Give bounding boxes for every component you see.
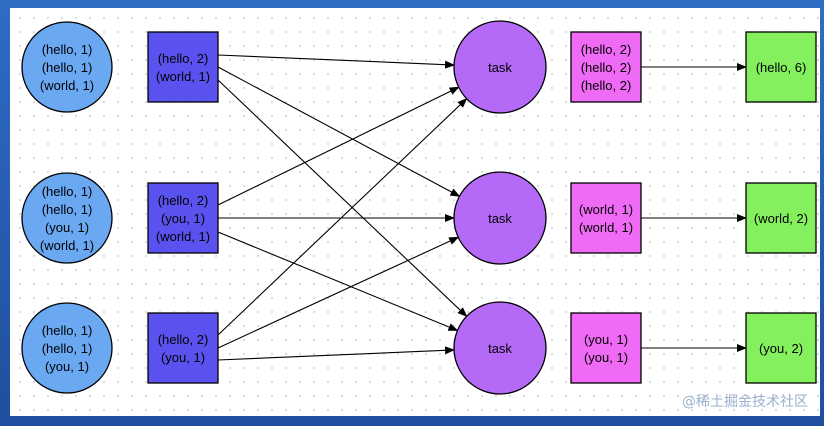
grouped-square-2-label: (you, 1) <box>584 332 628 347</box>
nodes-layer: (hello, 1)(hello, 1)(world, 1)(hello, 1)… <box>21 20 817 395</box>
partial-square-2-label: (you, 1) <box>161 350 205 365</box>
input-circle-2: (hello, 1) (hello, 1) (you, 1) <box>21 302 113 394</box>
task-circle-2-shape <box>453 301 547 395</box>
partial-square-2-label: (hello, 2) <box>158 332 209 347</box>
input-circle-1-label: (hello, 1) <box>42 202 93 217</box>
grouped-square-2-label: (you, 1) <box>584 350 628 365</box>
watermark-text: @稀土掘金技术社区 <box>682 394 808 410</box>
result-square-1: (world, 2) <box>745 182 817 254</box>
partial-square-0: (hello, 2) (world, 1) <box>147 31 219 103</box>
input-circle-1-label: (world, 1) <box>40 238 94 253</box>
result-square-2-shape <box>745 312 817 384</box>
result-square-1-shape <box>745 182 817 254</box>
grouped-square-0-label: (hello, 2) <box>581 78 632 93</box>
result-square-2: (you, 2) <box>745 312 817 384</box>
shuffle-arrow-0-2 <box>217 79 468 318</box>
shuffle-arrow-2-1 <box>217 236 460 349</box>
partial-square-1-label: (you, 1) <box>161 211 205 226</box>
grouped-square-0-shape <box>570 31 642 103</box>
grouped-square-1-label: (world, 1) <box>579 220 633 235</box>
partial-square-0-shape <box>147 31 219 103</box>
grouped-square-0-label: (hello, 2) <box>581 60 632 75</box>
result-square-0-shape <box>745 31 817 103</box>
task-circle-0: task <box>453 20 547 114</box>
task-circle-1: task <box>453 171 547 265</box>
shuffle-arrow-0-1 <box>217 66 461 197</box>
input-circle-2-shape <box>21 302 113 394</box>
input-circle-1-label: (hello, 1) <box>42 184 93 199</box>
partial-square-0-label: (world, 1) <box>156 69 210 84</box>
input-circle-2-label: (you, 1) <box>45 359 89 374</box>
task-circle-0-shape <box>453 20 547 114</box>
grouped-square-1-shape <box>570 182 642 254</box>
shuffle-arrow-2-2 <box>217 346 456 361</box>
shuffle-arrow-1-2 <box>217 231 459 332</box>
shuffle-arrow-1-0 <box>217 86 460 206</box>
partial-square-1-label: (world, 1) <box>156 229 210 244</box>
result-square-0: (hello, 6) <box>745 31 817 103</box>
input-circle-0-shape <box>21 21 113 113</box>
result-square-2-label: (you, 2) <box>759 341 803 356</box>
grouped-square-0: (hello, 2) (hello, 2) (hello, 2) <box>570 31 642 103</box>
input-circle-0-label: (hello, 1) <box>42 42 93 57</box>
task-circle-0-label: task <box>488 60 512 75</box>
grouped-square-2: (you, 1) (you, 1) <box>570 312 642 384</box>
partial-square-1-shape <box>147 182 219 254</box>
edges-layer <box>217 54 747 361</box>
input-circle-0-label: (hello, 1) <box>42 60 93 75</box>
partial-square-0-label: (hello, 2) <box>158 51 209 66</box>
input-circle-2-label: (hello, 1) <box>42 341 93 356</box>
input-circle-0-label: (world, 1) <box>40 78 94 93</box>
input-circle-1: (hello, 1) (hello, 1) (you, 1) (world, 1) <box>21 172 113 264</box>
input-circle-0: (hello, 1) (hello, 1) (world, 1) <box>21 21 113 113</box>
task-circle-1-shape <box>453 171 547 265</box>
input-circle-1-shape <box>21 172 113 264</box>
result-square-1-label: (world, 2) <box>754 211 808 226</box>
grouped-square-1: (world, 1) (world, 1) <box>570 182 642 254</box>
grouped-square-2-shape <box>570 312 642 384</box>
task-circle-2: task <box>453 301 547 395</box>
partial-square-2-shape <box>147 312 219 384</box>
partial-square-1-label: (hello, 2) <box>158 193 209 208</box>
grouped-square-0-label: (hello, 2) <box>581 42 632 57</box>
shuffle-arrow-2-0 <box>217 97 468 336</box>
grouped-square-1-label: (world, 1) <box>579 202 633 217</box>
task-circle-1-label: task <box>488 211 512 226</box>
shuffle-arrow-0-0 <box>217 54 456 69</box>
input-circle-1-label: (you, 1) <box>45 220 89 235</box>
partial-square-2: (hello, 2) (you, 1) <box>147 312 219 384</box>
result-square-0-label: (hello, 6) <box>756 60 807 75</box>
partial-square-1: (hello, 2) (you, 1) (world, 1) <box>147 182 219 254</box>
task-circle-2-label: task <box>488 341 512 356</box>
input-circle-2-label: (hello, 1) <box>42 323 93 338</box>
